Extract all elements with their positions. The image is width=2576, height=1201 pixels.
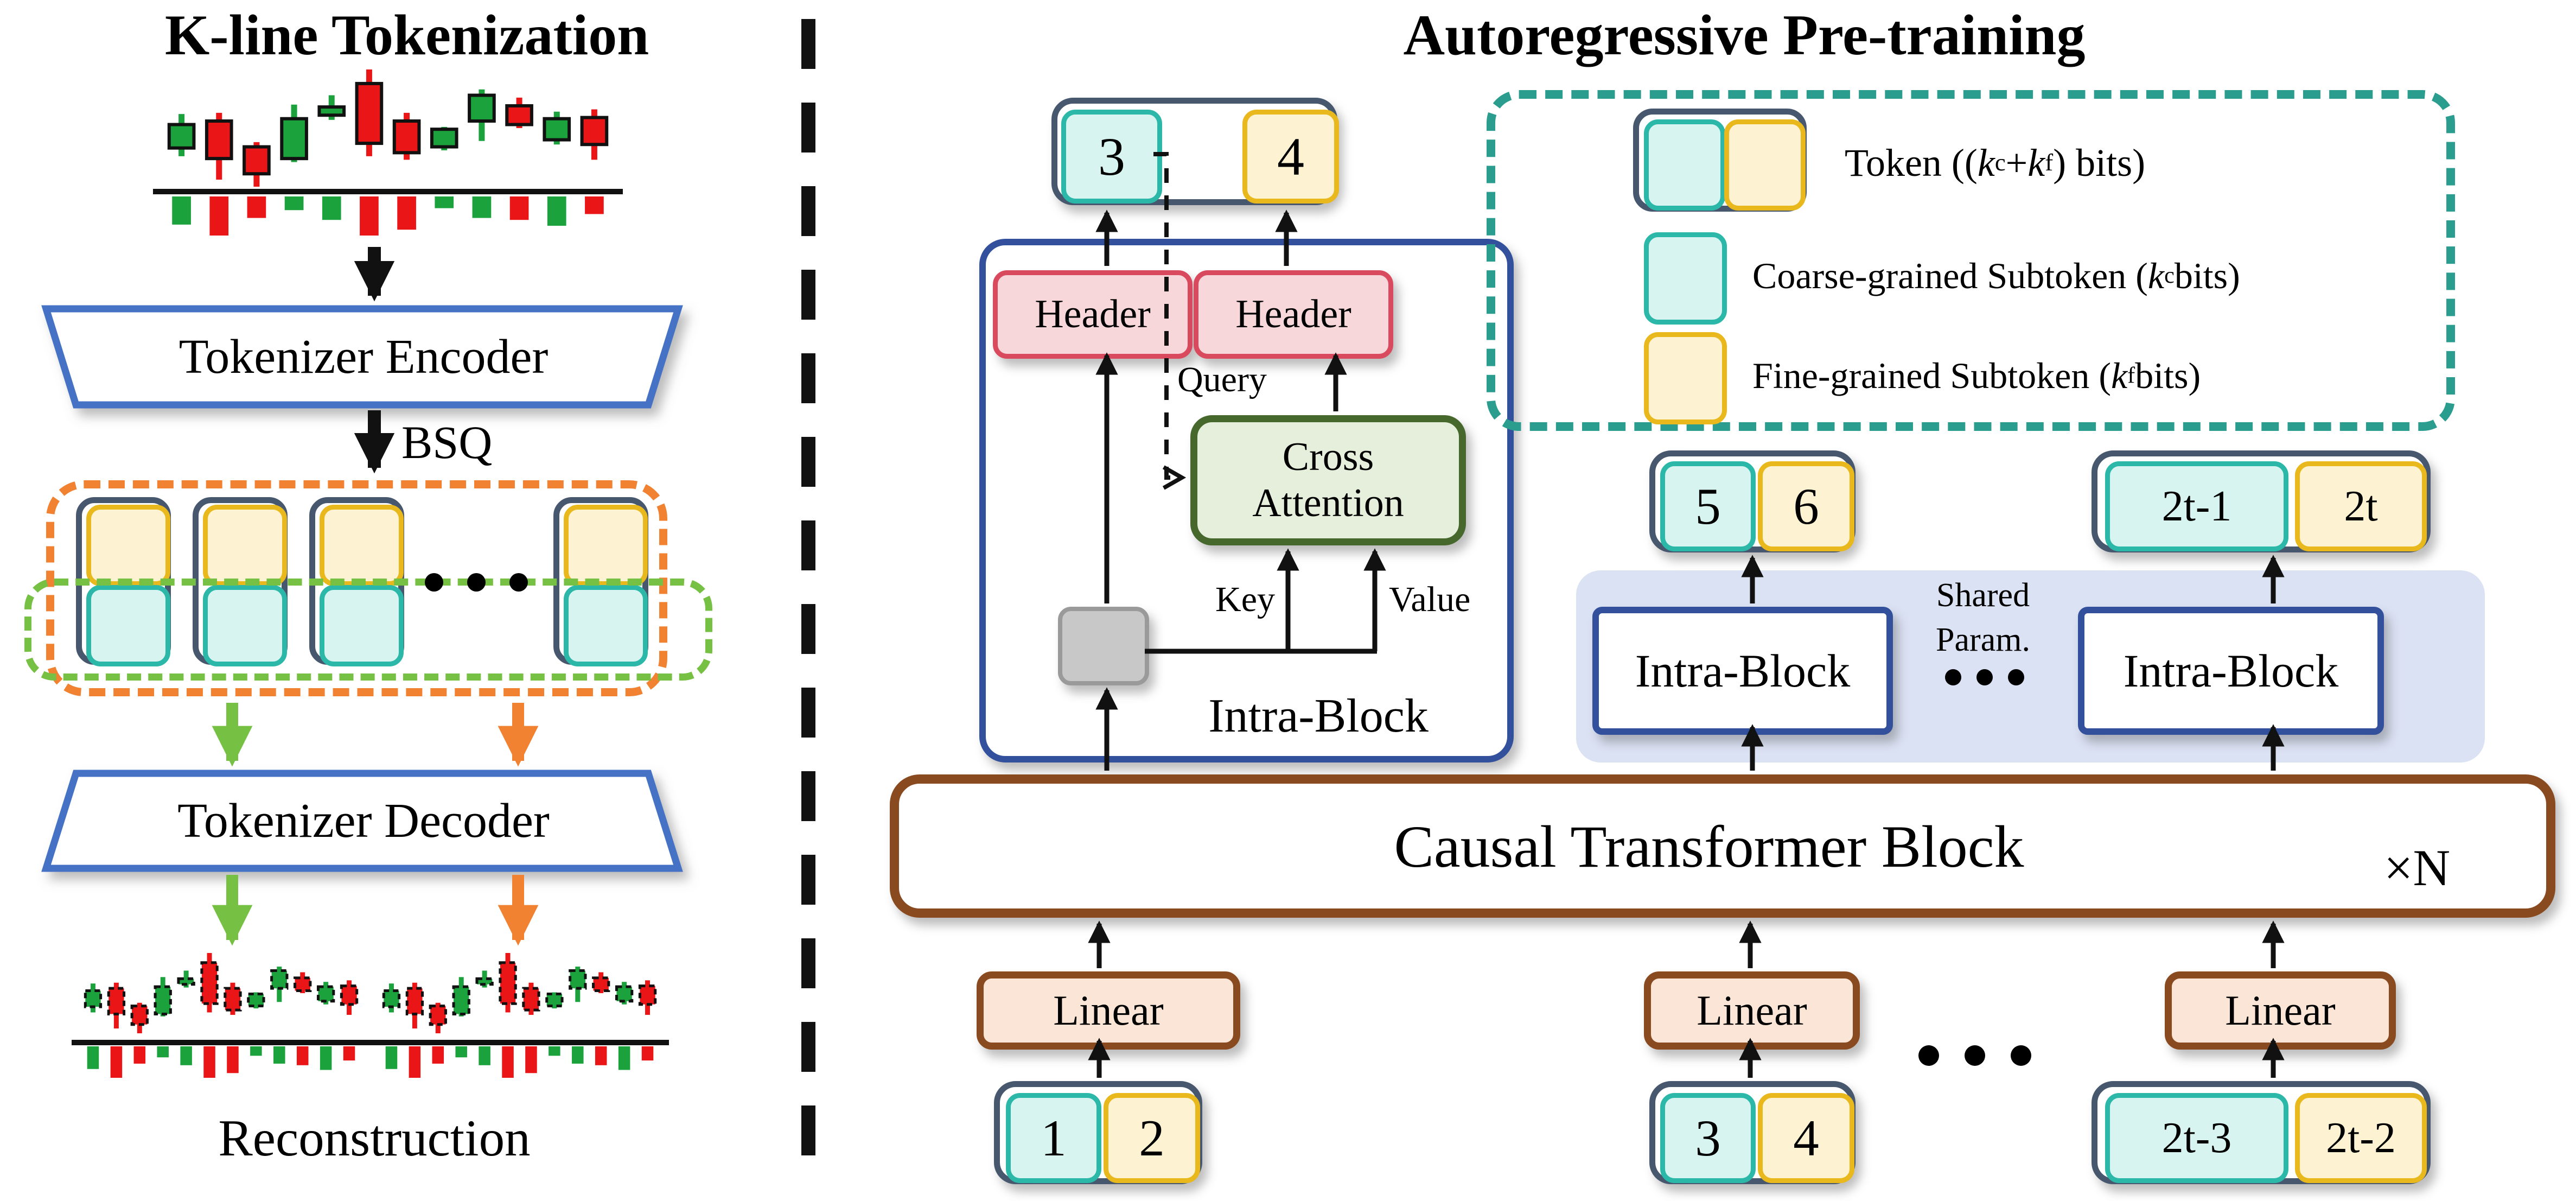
tokenizer-decoder-label: Tokenizer Decoder [177, 793, 550, 848]
output-subtoken-3: 3 [1061, 110, 1162, 204]
input-subtoken-3: 3 [1660, 1093, 1756, 1183]
header-box-coarse: Header [993, 270, 1193, 359]
cross-attention-box: Cross Attention [1190, 415, 1466, 545]
coarse-subtoken-1 [86, 585, 170, 666]
output-subtoken-5: 5 [1660, 461, 1756, 551]
bsq-label: BSQ [401, 416, 493, 469]
legend-token-sample-fine [1724, 119, 1806, 211]
fine-subtoken-2 [203, 505, 287, 586]
coarse-subtoken-4 [564, 585, 648, 666]
key-label: Key [1215, 580, 1275, 620]
input-subtoken-2t-3: 2t-3 [2105, 1093, 2288, 1183]
coarse-subtoken-3 [320, 585, 404, 666]
tokenizer-encoder-trapezoid [41, 305, 683, 409]
query-label: Query [1177, 360, 1267, 400]
input-subtoken-4: 4 [1758, 1093, 1854, 1183]
legend-token-sample-coarse [1644, 119, 1725, 211]
input-subtoken-1: 1 [1006, 1093, 1101, 1183]
header-box-fine: Header [1194, 270, 1393, 359]
input-subtoken-2t-2: 2t-2 [2295, 1093, 2427, 1183]
fine-subtoken-3 [320, 505, 404, 586]
output-subtoken-2t-1: 2t-1 [2105, 461, 2288, 551]
shared-param-label-line1: Shared [1936, 576, 2030, 614]
output-subtoken-6: 6 [1758, 461, 1854, 551]
intra-block-shared-1: Intra-Block [1592, 607, 1893, 735]
fine-subtoken-1 [86, 505, 170, 586]
cross-attention-line2: Attention [1252, 481, 1404, 525]
hidden-state-box [1058, 607, 1149, 685]
intra-block-detail-label: Intra-Block [1208, 690, 1429, 743]
output-subtoken-4: 4 [1242, 110, 1339, 204]
intra-block-shared-2: Intra-Block [2078, 607, 2384, 735]
causal-transformer-block [890, 774, 2555, 918]
coarse-subtoken-2 [203, 585, 287, 666]
left-panel-title: K-line Tokenization [164, 3, 649, 67]
tokenizer-encoder-label: Tokenizer Encoder [178, 329, 549, 384]
value-label: Value [1389, 580, 1471, 620]
cross-attention-line1: Cross [1282, 435, 1374, 479]
input-subtoken-2: 2 [1104, 1093, 1200, 1183]
causal-transformer-label: Causal Transformer Block [1394, 813, 2024, 880]
token-sequence-dashed-outline [46, 480, 667, 696]
legend-box [1487, 90, 2455, 431]
times-n-label: ×N [2383, 839, 2451, 897]
reconstruction-label: Reconstruction [218, 1109, 531, 1167]
coarse-row-dashed-outline [24, 579, 712, 681]
right-panel-title: Autoregressive Pre-training [1403, 3, 2086, 67]
linear-box-2: Linear [1644, 971, 1860, 1050]
shared-param-label-line2: Param. [1936, 621, 2030, 658]
tokenizer-decoder-trapezoid [41, 770, 683, 872]
linear-box-3: Linear [2165, 971, 2396, 1050]
legend-fine-sample [1644, 332, 1727, 424]
fine-subtoken-4 [564, 505, 648, 586]
legend-coarse-sample [1644, 232, 1727, 325]
output-subtoken-2t: 2t [2295, 461, 2427, 551]
linear-box-1: Linear [977, 971, 1240, 1050]
